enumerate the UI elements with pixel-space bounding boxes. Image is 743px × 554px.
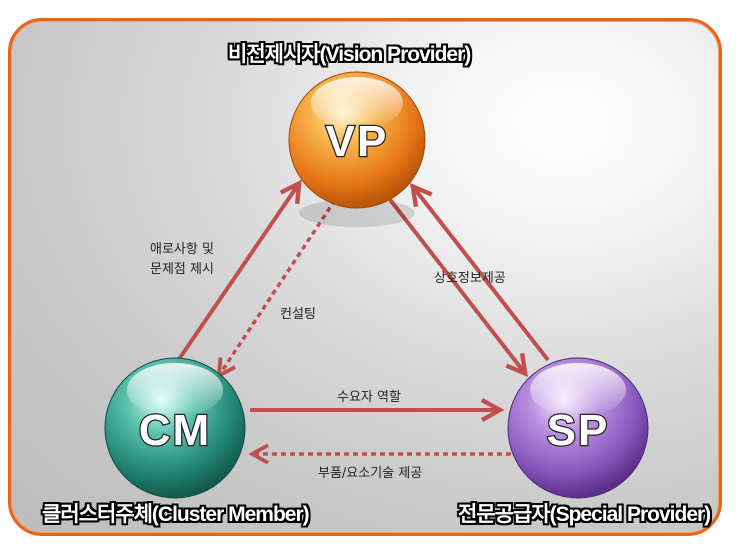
node-sp: SP (507, 357, 649, 499)
cm-role-title: 클러스터주체(Cluster Member) (42, 503, 310, 526)
edge-label-cm-to-vp: 애로사항 및 문제점 제시 (150, 242, 214, 277)
arrow-cm-to-vp (173, 185, 298, 367)
edge-label-vp-to-cm: 컨설팅 (280, 307, 316, 322)
node-vp: VP (288, 71, 426, 227)
node-vp-label: VP (326, 117, 389, 166)
arrow-vp-to-sp (386, 195, 524, 372)
arrow-vp-to-cm (220, 199, 337, 374)
arrow-sp-to-vp (414, 188, 550, 362)
vp-role-title: 비전제시자(Vision Provider) (228, 43, 471, 66)
edge-label-vp-sp: 상호정보제공 (434, 271, 506, 286)
node-cm-label: CM (139, 406, 211, 455)
node-cm: CM (104, 357, 246, 499)
edge-label-cm-to-sp: 수요자 역할 (337, 390, 401, 405)
node-sp-label: SP (547, 406, 610, 455)
sp-role-title: 전문공급자(Special Provider) (458, 503, 711, 526)
edge-label-sp-to-cm: 부품/요소기술 제공 (318, 466, 423, 481)
